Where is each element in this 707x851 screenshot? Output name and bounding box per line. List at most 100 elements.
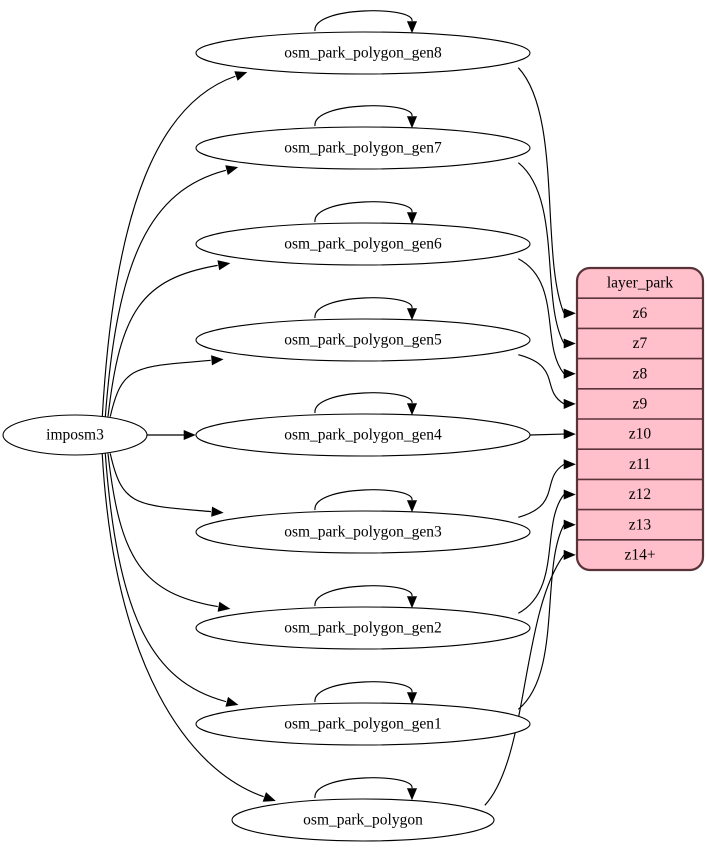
edge-base-to-z14+ bbox=[484, 549, 576, 806]
layer-park-row-z10[interactable]: z10 bbox=[629, 426, 652, 443]
node-ellipse-gen1[interactable] bbox=[195, 702, 531, 746]
node-ellipse-gen3[interactable] bbox=[195, 510, 531, 554]
edge-imposm3-to-gen5 bbox=[109, 355, 224, 417]
self-loop-arrow-gen6 bbox=[406, 212, 418, 225]
node-ellipse-gen8[interactable] bbox=[195, 31, 531, 75]
edge-arrow-imposm3-base bbox=[262, 792, 276, 802]
edge-path-imposm3-gen2 bbox=[107, 453, 218, 608]
node-imposm3[interactable]: imposm3 bbox=[2, 414, 148, 456]
edge-arrow-imposm3-gen5 bbox=[211, 355, 224, 366]
self-loop-arrow-gen5 bbox=[406, 308, 418, 321]
edge-path-imposm3-gen8 bbox=[101, 75, 236, 417]
node-gen4[interactable]: osm_park_polygon_gen4 bbox=[195, 413, 531, 457]
edge-arrow-imposm3-gen4 bbox=[183, 429, 196, 441]
self-loop-path-gen2 bbox=[314, 585, 413, 607]
layer-park-row-z7[interactable]: z7 bbox=[633, 335, 648, 352]
node-ellipse-gen4[interactable] bbox=[195, 413, 531, 457]
node-ellipse-gen6[interactable] bbox=[195, 222, 531, 266]
layer-park-row-z12[interactable]: z12 bbox=[629, 486, 651, 503]
self-loop-path-gen8 bbox=[314, 10, 413, 32]
node-ellipse-gen5[interactable] bbox=[195, 318, 531, 362]
edge-path-gen3-z11 bbox=[518, 463, 565, 518]
edge-imposm3-to-gen3 bbox=[109, 453, 224, 517]
edge-arrow-gen1-z13 bbox=[563, 519, 576, 530]
node-gen8[interactable]: osm_park_polygon_gen8 bbox=[195, 31, 531, 75]
self-loop-path-gen6 bbox=[314, 201, 413, 223]
edge-gen6-to-z8 bbox=[518, 258, 576, 379]
edge-arrow-gen3-z11 bbox=[563, 459, 576, 470]
self-loop-path-gen7 bbox=[314, 105, 413, 127]
self-loop-path-base bbox=[314, 777, 413, 799]
layer-park-row-z6[interactable]: z6 bbox=[633, 305, 648, 322]
edge-gen4-to-z10 bbox=[529, 429, 576, 440]
layer-park-row-z13[interactable]: z13 bbox=[629, 516, 652, 533]
node-gen3[interactable]: osm_park_polygon_gen3 bbox=[195, 510, 531, 554]
edge-path-imposm3-gen5 bbox=[109, 359, 211, 417]
edge-path-gen7-z7 bbox=[517, 162, 565, 344]
edge-arrow-imposm3-gen3 bbox=[211, 506, 224, 517]
edge-arrow-gen5-z9 bbox=[563, 398, 576, 409]
node-label-gen6: osm_park_polygon_gen6 bbox=[284, 236, 442, 253]
edge-imposm3-to-gen1 bbox=[104, 453, 239, 707]
edge-path-imposm3-gen1 bbox=[104, 453, 227, 703]
node-label-gen4: osm_park_polygon_gen4 bbox=[284, 427, 442, 444]
edge-imposm3-to-base bbox=[101, 453, 276, 802]
self-loop-base bbox=[314, 777, 418, 801]
node-label-gen1: osm_park_polygon_gen1 bbox=[284, 716, 442, 733]
edge-imposm3-to-gen4 bbox=[147, 429, 196, 441]
self-loop-gen5 bbox=[314, 297, 418, 321]
node-ellipse-imposm3[interactable] bbox=[2, 414, 148, 456]
edge-path-gen6-z8 bbox=[518, 258, 565, 375]
node-label-imposm3: imposm3 bbox=[46, 427, 104, 444]
self-loop-arrow-gen3 bbox=[406, 500, 418, 513]
self-loop-path-gen5 bbox=[314, 297, 413, 319]
edge-imposm3-to-gen2 bbox=[107, 453, 231, 612]
self-loop-path-gen4 bbox=[314, 392, 413, 414]
node-label-base: osm_park_polygon bbox=[303, 812, 423, 829]
self-loop-gen4 bbox=[314, 392, 418, 416]
layer-park-row-z9[interactable]: z9 bbox=[633, 395, 648, 412]
edge-arrow-imposm3-gen6 bbox=[217, 260, 231, 271]
edge-path-gen8-z6 bbox=[517, 67, 565, 314]
edge-path-imposm3-base bbox=[101, 453, 264, 798]
self-loop-arrow-base bbox=[406, 788, 418, 801]
self-loop-edges-group bbox=[314, 10, 418, 801]
node-gen7[interactable]: osm_park_polygon_gen7 bbox=[195, 126, 531, 170]
node-label-gen3: osm_park_polygon_gen3 bbox=[284, 524, 442, 541]
layer-park-row-z8[interactable]: z8 bbox=[633, 365, 648, 382]
edge-imposm3-to-gen6 bbox=[107, 260, 231, 417]
self-loop-arrow-gen2 bbox=[406, 596, 418, 609]
edge-path-gen5-z9 bbox=[518, 354, 565, 405]
edge-gen3-to-z11 bbox=[518, 459, 576, 518]
node-gen2[interactable]: osm_park_polygon_gen2 bbox=[195, 606, 531, 650]
node-ellipse-base[interactable] bbox=[231, 798, 495, 842]
edge-arrow-imposm3-gen7 bbox=[225, 165, 239, 176]
node-label-gen7: osm_park_polygon_gen7 bbox=[284, 140, 442, 157]
self-loop-arrow-gen1 bbox=[406, 692, 418, 705]
node-gen6[interactable]: osm_park_polygon_gen6 bbox=[195, 222, 531, 266]
edge-path-base-z14+ bbox=[484, 554, 565, 806]
node-label-gen5: osm_park_polygon_gen5 bbox=[284, 332, 442, 349]
edge-gen1-to-z13 bbox=[517, 519, 576, 710]
edge-arrow-gen6-z8 bbox=[563, 368, 576, 379]
node-gen5[interactable]: osm_park_polygon_gen5 bbox=[195, 318, 531, 362]
node-ellipse-gen2[interactable] bbox=[195, 606, 531, 650]
node-gen1[interactable]: osm_park_polygon_gen1 bbox=[195, 702, 531, 746]
edge-arrow-imposm3-gen1 bbox=[225, 696, 239, 707]
edge-gen5-to-z9 bbox=[518, 354, 576, 409]
layer-park-row-z11[interactable]: z11 bbox=[629, 456, 651, 473]
edge-arrow-gen8-z6 bbox=[563, 308, 576, 319]
layer-park-row-z14+[interactable]: z14+ bbox=[624, 546, 655, 563]
source-node-group: imposm3 bbox=[2, 414, 148, 456]
edge-path-gen1-z13 bbox=[517, 524, 565, 710]
edge-arrow-gen2-z12 bbox=[563, 489, 576, 500]
node-base[interactable]: osm_park_polygon bbox=[231, 798, 495, 842]
edge-path-gen2-z12 bbox=[518, 494, 565, 614]
edge-gen8-to-z6 bbox=[517, 67, 576, 319]
self-loop-path-gen1 bbox=[314, 681, 413, 703]
self-loop-gen2 bbox=[314, 585, 418, 609]
node-ellipse-gen7[interactable] bbox=[195, 126, 531, 170]
